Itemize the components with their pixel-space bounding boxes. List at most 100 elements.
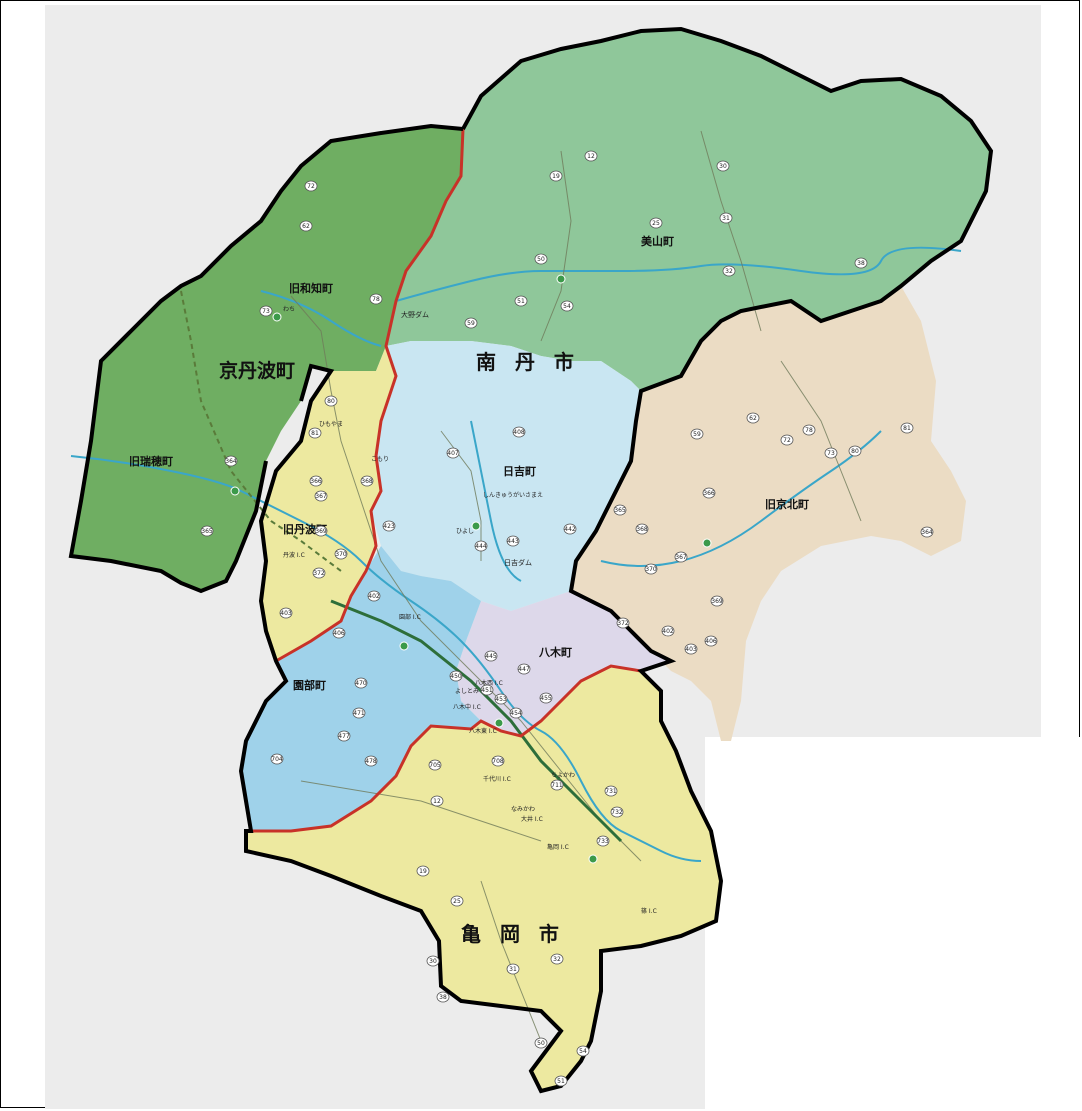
label-tamba-ic: 丹波 I.C	[283, 551, 305, 559]
route-shield: 731	[604, 785, 618, 797]
svg-text:38: 38	[439, 994, 447, 1001]
svg-text:30: 30	[719, 163, 727, 170]
svg-text:73: 73	[262, 308, 270, 315]
route-shield: 704	[270, 753, 284, 765]
route-shield: 80	[324, 395, 338, 407]
svg-text:51: 51	[557, 1078, 565, 1085]
region-tamba	[261, 346, 396, 661]
region-yagi	[456, 591, 671, 736]
svg-text:711: 711	[551, 782, 563, 789]
svg-text:403: 403	[685, 646, 697, 653]
svg-text:370: 370	[335, 551, 347, 558]
route-shield: 367	[314, 490, 328, 502]
label-namikawa: なみかわ	[511, 806, 535, 813]
svg-text:62: 62	[749, 415, 757, 422]
route-shield: 367	[674, 551, 688, 563]
region-kyotamba	[71, 126, 463, 591]
route-shield: 364	[224, 455, 238, 467]
svg-text:370: 370	[645, 566, 657, 573]
svg-text:406: 406	[333, 630, 345, 637]
svg-text:366: 366	[310, 478, 322, 485]
svg-text:366: 366	[703, 490, 715, 497]
svg-text:78: 78	[805, 427, 813, 434]
svg-text:445: 445	[485, 653, 497, 660]
svg-text:19: 19	[419, 868, 427, 875]
label-hiyoshi-kyo: しんきゅうがいさまえ	[483, 491, 543, 499]
svg-text:403: 403	[280, 610, 292, 617]
svg-text:367: 367	[315, 493, 327, 500]
svg-text:31: 31	[722, 215, 730, 222]
svg-text:732: 732	[611, 809, 623, 816]
route-shield: 30	[716, 160, 730, 172]
route-shield: 32	[722, 265, 736, 277]
route-shield: 408	[512, 426, 526, 438]
label-kameoka-ic: 亀岡 I.C	[547, 843, 569, 851]
route-shield: 407	[446, 447, 460, 459]
label-oi-ic: 大井 I.C	[521, 815, 543, 823]
route-shield: 80	[848, 445, 862, 457]
route-shield: 711	[550, 779, 564, 791]
svg-text:32: 32	[553, 956, 561, 963]
svg-text:81: 81	[311, 430, 319, 437]
svg-text:477: 477	[338, 733, 350, 740]
route-shield: 25	[649, 217, 663, 229]
route-shield: 32	[550, 953, 564, 965]
route-shield: 442	[563, 523, 577, 535]
svg-text:72: 72	[307, 183, 315, 190]
label-yagi-naka-ic: 八木中 I.C	[453, 703, 481, 711]
route-shield: 708	[491, 755, 505, 767]
svg-text:12: 12	[433, 798, 441, 805]
route-shield: 38	[436, 991, 450, 1003]
region-kameoka	[246, 666, 721, 1091]
label-chiyokawa-ic: 千代川 I.C	[483, 775, 511, 783]
label-ono-dam: 大野ダム	[401, 310, 429, 319]
label-hiyoshi-station: ひよし	[456, 528, 474, 535]
svg-text:451: 451	[481, 687, 493, 694]
route-shield: 403	[684, 643, 698, 655]
route-shield: 72	[780, 434, 794, 446]
route-shield: 455	[539, 692, 553, 704]
label-yagi-nishi-ic: 八木西 I.C	[475, 679, 503, 687]
route-shield: 477	[337, 730, 351, 742]
svg-text:365: 365	[201, 528, 213, 535]
route-shield: 72	[304, 180, 318, 192]
route-shield: 370	[644, 563, 658, 575]
svg-text:369: 369	[711, 598, 723, 605]
svg-text:704: 704	[271, 756, 283, 763]
svg-text:402: 402	[662, 628, 674, 635]
route-shield: 732	[610, 806, 624, 818]
region-nantan-north	[386, 29, 991, 391]
label-kameoka: 亀 岡 市	[461, 922, 565, 946]
blank-panel	[705, 737, 1082, 1111]
label-wachi-station: わち	[283, 306, 295, 313]
route-shield: 406	[332, 627, 346, 639]
route-shield: 38	[854, 257, 868, 269]
route-shield: 364	[920, 526, 934, 538]
svg-text:368: 368	[361, 478, 373, 485]
label-yoshitomi: よしとみ	[455, 688, 479, 695]
route-shield: 62	[746, 412, 760, 424]
route-shield: 73	[824, 447, 838, 459]
route-shield: 450	[449, 670, 463, 682]
svg-text:478: 478	[365, 758, 377, 765]
svg-text:455: 455	[540, 695, 552, 702]
svg-text:369: 369	[315, 528, 327, 535]
route-shield: 50	[534, 253, 548, 265]
svg-text:80: 80	[851, 448, 859, 455]
svg-text:406: 406	[705, 638, 717, 645]
route-shield: 54	[560, 300, 574, 312]
svg-text:31: 31	[509, 966, 517, 973]
svg-text:453: 453	[495, 696, 507, 703]
route-shield: 73	[259, 305, 273, 317]
route-shield: 444	[474, 540, 488, 552]
label-yagi: 八木町	[538, 645, 572, 659]
label-hiyoshi: 日吉町	[503, 464, 536, 478]
route-shield: 25	[450, 895, 464, 907]
svg-text:454: 454	[510, 710, 522, 717]
svg-text:54: 54	[563, 303, 571, 310]
svg-text:372: 372	[313, 570, 325, 577]
route-shield: 403	[279, 607, 293, 619]
label-komori: こもり	[371, 456, 389, 463]
route-shield: 51	[514, 295, 528, 307]
city-boundaries	[246, 128, 642, 833]
